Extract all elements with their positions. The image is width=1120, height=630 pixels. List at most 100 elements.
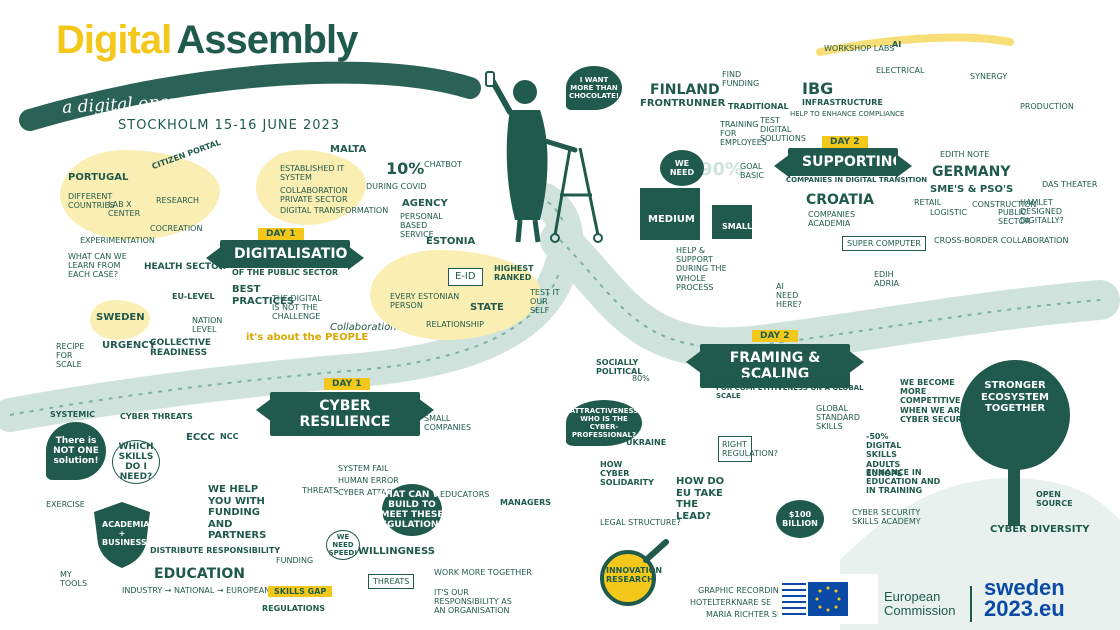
global-skills-label: GLOBAL STANDARD SKILLS — [816, 404, 861, 432]
ukraine-label: UKRAINE — [626, 438, 667, 447]
ncc-label: NCC — [220, 432, 239, 441]
research-label: RESEARCH — [156, 196, 199, 205]
test-solutions-label: TEST DIGITAL SOLUTIONS — [760, 116, 806, 144]
enhance-compliance-label: HELP TO ENHANCE COMPLIANCE — [790, 110, 905, 118]
need-speed-bubble: WE NEED SPEED! — [326, 530, 360, 560]
innovation-label: INNOVATION RESEARCH — [606, 566, 663, 585]
cross-border-label: CROSS-BORDER COLLABORATION — [934, 236, 1069, 245]
we-need-bubble: WE NEED — [660, 150, 704, 186]
supporting-banner: SUPPORTING — [774, 148, 912, 178]
day1-cyber-tag: DAY 1 — [324, 378, 370, 390]
urgency-label: URGENCY — [102, 340, 156, 351]
day2-supporting-tag: DAY 2 — [822, 136, 868, 148]
cyber-resilience-banner: CYBER RESILIENCE — [256, 392, 434, 436]
digitalisation-banner: DIGITALISATION — [206, 240, 364, 270]
how-cyber-label: HOW CYBER SOLIDARITY — [600, 460, 654, 488]
shield-icon — [94, 502, 150, 568]
my-tools-label: MY TOOLS — [60, 570, 88, 589]
digital-transformation-label: DIGITAL TRANSFORMATION — [280, 206, 389, 215]
educators-label: EDUCATORS — [440, 490, 490, 499]
portugal-blob — [60, 150, 220, 240]
author1-label: HOTELTERKNARE SE — [690, 598, 772, 607]
framing-scaling-banner: FRAMING & SCALING — [686, 344, 864, 388]
find-funding-label: FIND FUNDING — [722, 70, 760, 89]
title-digital: Digital — [56, 18, 172, 62]
open-source-label: OPEN SOURCE — [1036, 490, 1073, 509]
das-theater-label: DAS THEATER — [1042, 180, 1098, 189]
edih-adria-label: EDIH ADRIA — [874, 270, 900, 289]
speech-bubble-chocolate: I WANT MORE THAN CHOCOLATE! — [566, 66, 622, 110]
public-sector-label: PUBLIC SECTOR — [998, 208, 1031, 227]
title-assembly: Assembly — [176, 18, 358, 62]
collaboration-label: Collaboration — [330, 322, 397, 333]
production-label: PRODUCTION — [1020, 102, 1074, 111]
sweden-blob — [90, 300, 150, 340]
nation-level-label: NATION LEVEL — [192, 316, 223, 335]
recipe-label: RECIPE FOR SCALE — [56, 342, 85, 370]
stronger-ecosystem-label: STRONGER ECOSYSTEM TOGETHER — [981, 380, 1049, 414]
digitalisation-sub: OF THE PUBLIC SECTOR — [232, 268, 339, 277]
regulations-label: REGULATIONS — [262, 604, 326, 613]
during-covid-label: DURING COVID — [366, 182, 427, 191]
eu-level-label: EU-LEVEL — [172, 292, 215, 301]
cyber-diversity-label: CYBER DIVERSITY — [990, 524, 1090, 535]
tree-trunk — [1008, 466, 1020, 526]
page-title: Digital Assembly — [56, 18, 358, 63]
sweden-label: SWEDEN — [96, 312, 145, 323]
threats-doc-label: THREATS — [368, 574, 415, 590]
personal-service-label: PERSONAL BASED SERVICE — [400, 212, 443, 240]
academia-business-label: ACADEMIA + BUSINESS — [102, 520, 150, 548]
frontrunner-label: FRONTRUNNER — [640, 98, 726, 109]
synergy-label: SYNERGY — [970, 72, 1008, 81]
highest-ranked-label: HIGHEST RANKED — [494, 264, 534, 283]
hamlet-label: HAMLET DESIGNED DIGITALLY? — [1020, 198, 1064, 226]
smes-label: SME's & PSO's — [930, 184, 1014, 195]
different-countries-label: DIFFERENT COUNTRIES — [68, 192, 115, 211]
ec-text: European Commission — [884, 589, 956, 619]
best-practices-label: BEST PRACTICES — [232, 284, 295, 307]
established-it-label: ESTABLISHED IT SYSTEM — [280, 164, 345, 183]
day1-digitalisation-tag: DAY 1 — [258, 228, 304, 240]
electrical-label: ELECTRICAL — [876, 66, 925, 75]
ten-percent-label: 10% — [386, 159, 425, 178]
malta-label: MALTA — [330, 144, 367, 155]
medium-label: MEDIUM — [648, 214, 695, 225]
finland-label: FINLAND — [650, 82, 720, 98]
retail-label: RETAIL — [914, 198, 942, 207]
cyber-academy-label: CYBER SECURITY SKILLS ACADEMY — [852, 508, 921, 527]
location-date: STOCKHOLM 15-16 JUNE 2023 — [118, 118, 341, 133]
skills-gap-label: SKILLS GAP — [268, 586, 333, 598]
not-box-label: NOT A BOX TO TICK — [298, 428, 377, 437]
system-fail-label: SYSTEM FAIL — [338, 464, 389, 473]
ec-line1: European — [884, 589, 941, 604]
legal-label: LEGAL STRUCTURE? — [600, 518, 681, 527]
logistic-label: LOGISTIC — [930, 208, 967, 217]
digital-not-challenge-label: THE DIGITAL IS NOT THE CHALLENGE — [272, 294, 322, 322]
which-skills-bubble: WHICH SKILLS DO I NEED? — [112, 440, 160, 484]
experimentation-label: EXPERIMENTATION — [80, 236, 155, 245]
recording-label: GRAPHIC RECORDING — [698, 586, 785, 595]
companies-academia-label: COMPANIES ACADEMIA — [808, 210, 856, 229]
construction-label: CONSTRUCTION — [972, 200, 1037, 209]
tree-crown — [960, 360, 1070, 470]
cyber-attack-label: CYBER ATTACK — [338, 488, 398, 497]
ai-label: AI — [892, 40, 902, 49]
edih-note-label: EDITH NOTE — [940, 150, 990, 159]
small-companies-label: SMALL COMPANIES — [424, 414, 472, 433]
distribute-label: DISTRIBUTE RESPONSIBILITY — [150, 546, 281, 555]
no-one-solution-bubble: There is NOT ONE solution! — [46, 422, 106, 480]
attractiveness-bubble: ATTRACTIVENESS WHO IS THE CYBER-PROFESSI… — [566, 400, 642, 446]
portugal-label: PORTUGAL — [68, 172, 129, 183]
person-with-walker-icon — [485, 71, 603, 243]
agency-label: AGENCY — [402, 198, 448, 209]
framing-sub: EUROPEAN CYBER & ICT SECTORS FOR COMPETI… — [716, 376, 864, 401]
chatbot-label: CHATBOT — [424, 160, 462, 169]
eighty-percent-label: 80% — [632, 374, 650, 383]
how-eu-label: HOW DO EU TAKE THE LEAD? — [676, 476, 725, 522]
ibg-label: IBG — [802, 79, 834, 98]
lab-x-label: LAB X CENTER — [108, 200, 141, 219]
small-block — [712, 205, 752, 239]
socially-political-label: SOCIALLY POLITICAL — [596, 358, 643, 377]
croatia-label: CROATIA — [806, 192, 874, 208]
state-label: STATE — [470, 302, 504, 313]
